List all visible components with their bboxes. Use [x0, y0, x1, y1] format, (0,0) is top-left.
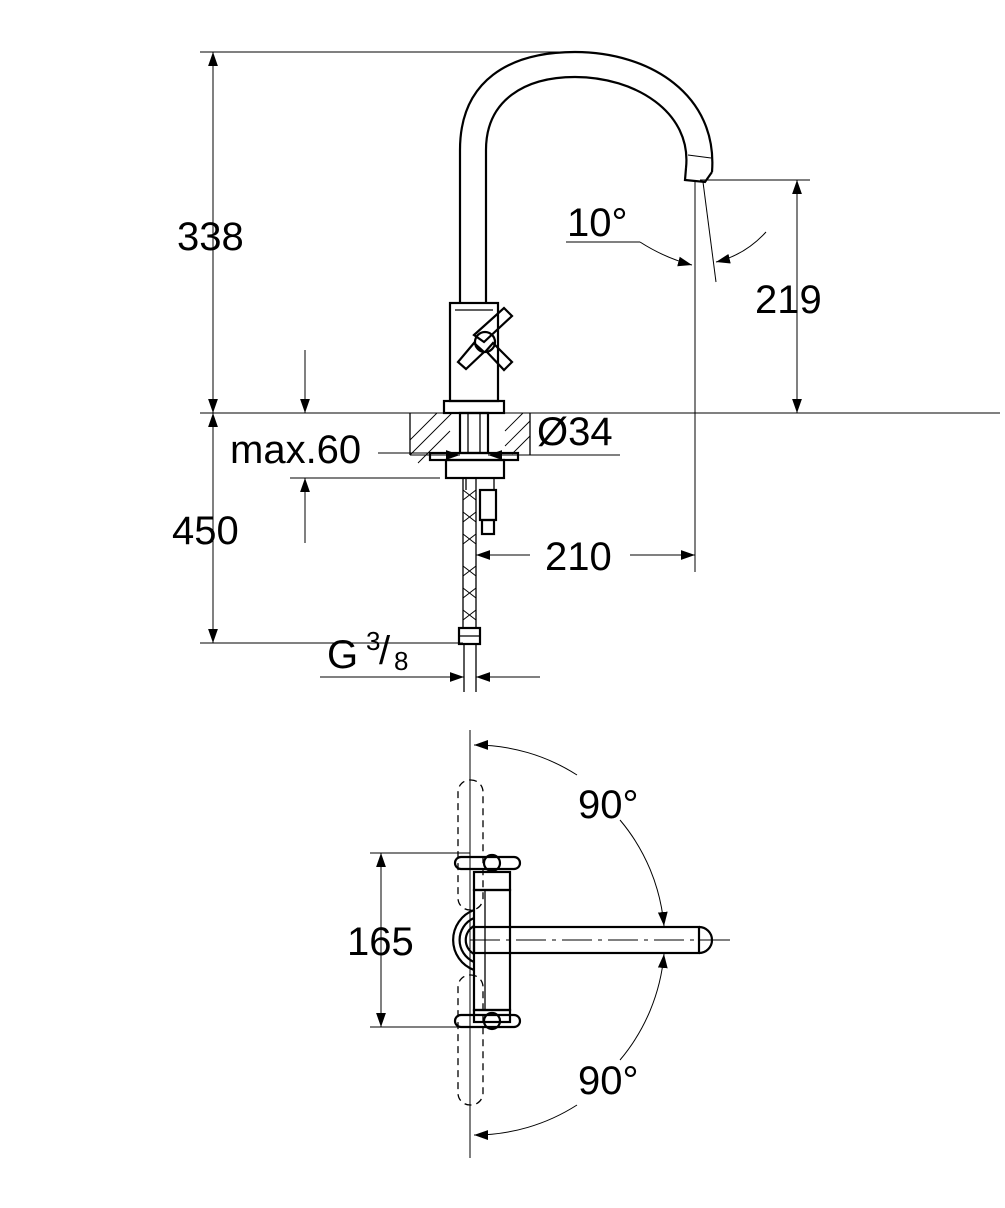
- dim-label-338: 338: [177, 215, 244, 259]
- angle-10-annotation: 10°: [566, 181, 767, 283]
- supply-hose: [457, 478, 482, 692]
- top-view: 165 90° 90°: [347, 730, 730, 1158]
- spout-swivel-position-upper: [457, 779, 484, 911]
- dim-label-thread-denominator: 8: [394, 646, 408, 676]
- dim-label-10-degrees: 10°: [567, 201, 628, 245]
- dim-label-450: 450: [172, 509, 239, 553]
- cross-handle: [456, 306, 514, 372]
- dim-label-165: 165: [347, 920, 414, 964]
- dim-label-max-60: max.60: [230, 428, 361, 472]
- dim-label-thread: G: [327, 633, 358, 677]
- deck-section: [409, 412, 531, 464]
- top-view-spout: [472, 925, 701, 955]
- dim-label-210: 210: [545, 535, 612, 579]
- spout-inner-contour: [484, 75, 688, 303]
- dim-label-90-degrees-upper: 90°: [578, 783, 639, 827]
- dim-label-219: 219: [755, 278, 822, 322]
- dim-label-diameter-34: Ø34: [537, 410, 613, 454]
- swivel-arc-upper: [473, 740, 578, 776]
- spout-swivel-position-lower: [457, 974, 484, 1106]
- dim-label-90-degrees-lower: 90°: [578, 1059, 639, 1103]
- swivel-arc-lower: [619, 953, 668, 1061]
- faucet-body: [448, 301, 500, 403]
- side-view: 338 450 219 10° max.60 Ø34 210: [172, 50, 1000, 692]
- spout-outer-contour: [458, 50, 714, 303]
- thread-fraction-slash: /: [379, 629, 391, 673]
- top-view-body: [472, 888, 512, 1012]
- dim-label-thread-numerator: 3: [366, 626, 380, 656]
